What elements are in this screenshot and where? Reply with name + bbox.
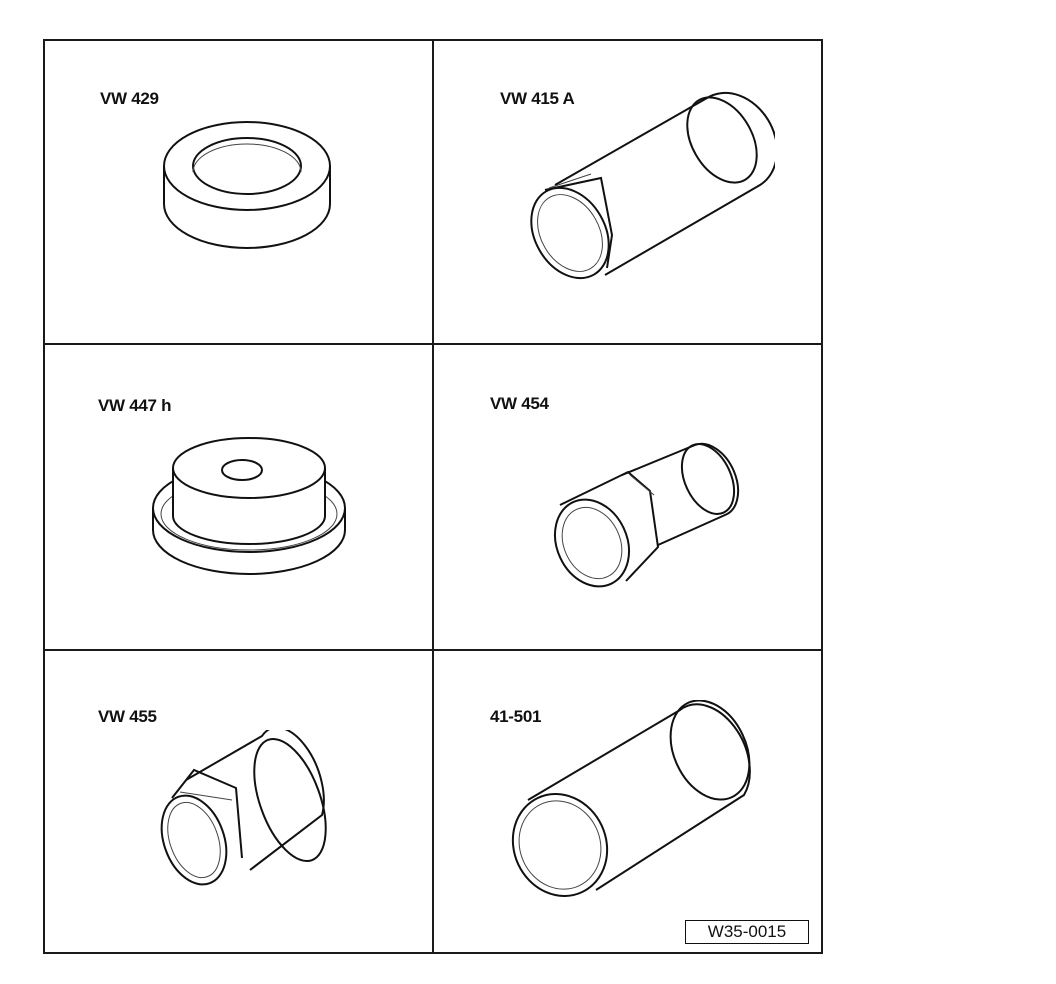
tube-icon — [511, 700, 751, 897]
tool-label-vw-455: VW 455 — [98, 707, 157, 726]
ring-icon — [163, 121, 331, 249]
grid-divider-row-1 — [43, 343, 823, 345]
tool-label-41-501: 41-501 — [490, 707, 542, 726]
grid-divider-vertical — [432, 39, 434, 954]
figure-reference-label: W35-0015 — [685, 920, 809, 944]
tool-label-vw-447-h: VW 447 h — [98, 396, 172, 415]
sleeve-icon — [530, 91, 775, 280]
tool-label-vw-415-a: VW 415 A — [500, 89, 575, 108]
stepped-sleeve-icon — [160, 730, 327, 886]
stepped-sleeve-icon — [554, 442, 740, 588]
tool-label-vw-454: VW 454 — [490, 394, 549, 413]
grid-divider-row-2 — [43, 649, 823, 651]
tool-label-vw-429: VW 429 — [100, 89, 159, 108]
flanged-disc-icon — [152, 437, 346, 575]
